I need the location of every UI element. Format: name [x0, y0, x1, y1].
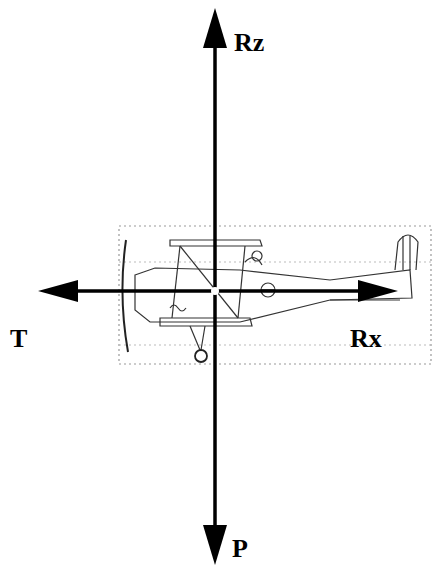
force-label: T: [10, 326, 27, 352]
force-label: Rx: [350, 326, 382, 352]
weight-arrowhead: [203, 525, 227, 565]
tail-fin: [395, 235, 418, 270]
lower-wing: [160, 318, 252, 326]
force-arrows: [38, 8, 398, 565]
thrust-arrowhead: [38, 280, 78, 302]
force-label: P: [232, 536, 248, 562]
drag-arrowhead: [358, 280, 398, 302]
vertical-force-line: [213, 40, 217, 530]
propeller: [122, 240, 128, 352]
lift-arrowhead: [203, 8, 227, 48]
force-label: Rz: [234, 30, 264, 56]
biplane-illustration: [119, 226, 431, 364]
exhaust: [170, 305, 186, 311]
wheel: [195, 350, 207, 362]
bounding-box: [119, 226, 431, 364]
